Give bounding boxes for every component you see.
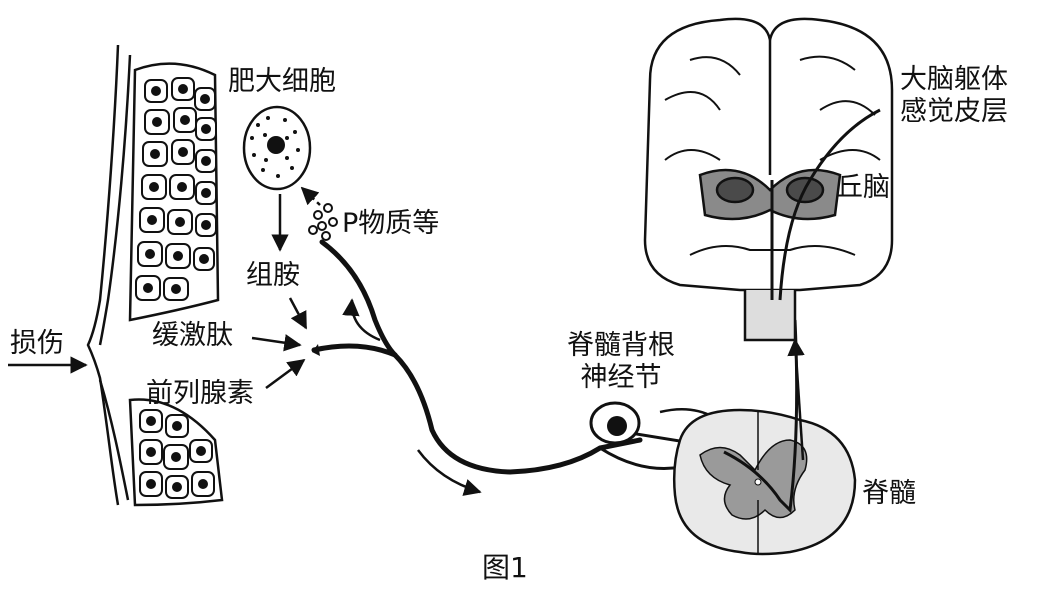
drg-label-line1: 脊髓背根 [567, 330, 675, 361]
thalamocortical-tract [778, 108, 881, 301]
prostaglandin-label: 前列腺素 [146, 378, 254, 409]
prostaglandin-arrow [265, 358, 306, 390]
cortex-label-line1: 大脑躯体 [900, 64, 1008, 95]
bradykinin-label: 缓激肽 [152, 320, 233, 351]
bradykinin-arrow [251, 334, 302, 352]
mast-cell [242, 105, 312, 191]
injury-label: 损伤 [10, 328, 64, 359]
histamine-label: 组胺 [246, 260, 300, 291]
spinal-cord-label: 脊髓 [862, 478, 916, 509]
histamine-arrow [288, 297, 308, 330]
skin-tissue [86, 44, 224, 507]
upward-signal-arrow [342, 298, 381, 342]
nerve-ending-terminal [312, 344, 320, 356]
skin-cells [135, 77, 217, 499]
figure-caption: 图1 [482, 551, 528, 584]
thalamus-label: 丘脑 [836, 172, 890, 203]
drg-label: 脊髓背根 神经节 [556, 330, 686, 394]
ascending-arrow [787, 338, 805, 461]
drg-label-line2: 神经节 [580, 362, 662, 393]
cortex-label: 大脑躯体 感觉皮层 [900, 64, 1008, 128]
substance-p-dashed-arrow [300, 186, 321, 206]
substance-p-label: P物质等 [342, 208, 440, 239]
mast-cell-label: 肥大细胞 [228, 66, 336, 97]
dorsal-root-ganglion [589, 401, 641, 445]
cortex-label-line2: 感觉皮层 [900, 96, 1008, 127]
brain [643, 17, 894, 342]
signal-direction-arrow [416, 449, 482, 496]
substance-p-granules [308, 203, 338, 241]
